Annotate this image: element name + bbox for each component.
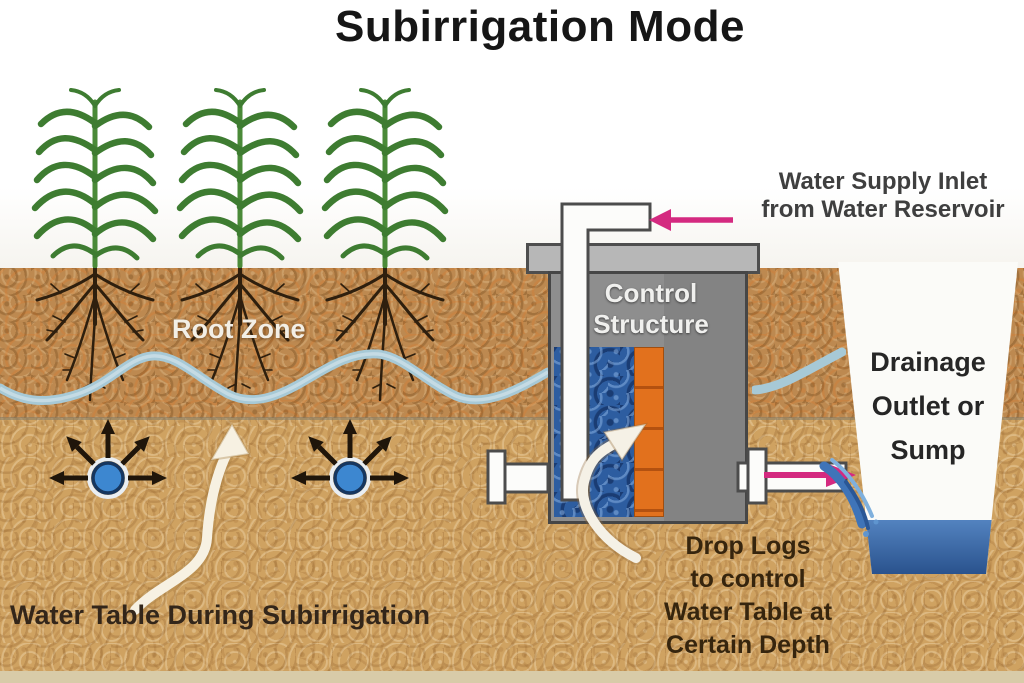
drop-logs-label-line2: to control — [690, 565, 806, 593]
drop-logs-label-line3: Water Table at — [663, 598, 833, 626]
water-supply-label: Water Supply Inlet from Water Reservoir — [742, 168, 1024, 224]
drainage-outlet-label-line2: Outlet or — [871, 391, 985, 421]
root-zone-label: Root Zone — [172, 314, 306, 344]
control-structure-chamber — [664, 274, 745, 521]
diagram-title: Subirrigation Mode — [335, 2, 745, 51]
water-rise-arrow-icon — [127, 421, 251, 618]
corn-plant-icon — [170, 88, 310, 268]
sky-background — [0, 0, 1024, 268]
water-table-line-right — [752, 347, 846, 395]
corn-plant-icon — [315, 88, 455, 268]
subsoil-boundary-line — [0, 417, 1024, 420]
drain-pipe-icon — [43, 413, 173, 499]
water-supply-label-line2: from Water Reservoir — [761, 196, 1005, 223]
drain-pipe-halo — [87, 457, 129, 499]
corn-plant-icon — [25, 88, 165, 268]
drainage-outlet-label-line3: Sump — [890, 435, 966, 465]
control-structure-label-line2: Structure — [593, 309, 709, 339]
control-structure-label: Control Structure — [556, 278, 746, 340]
water-table-line — [0, 349, 548, 406]
drain-pipe-circle — [333, 461, 367, 495]
drop-logs-label-line4: Certain Depth — [666, 631, 830, 659]
drop-logs-label-line1: Drop Logs — [685, 532, 811, 560]
outlet-pipe-left-icon — [486, 449, 550, 505]
drainage-outlet-label: Drainage Outlet or Sump — [848, 340, 1008, 472]
bottom-edge-strip — [0, 671, 1024, 683]
drop-logs-pointer-arrow-icon — [576, 422, 649, 565]
water-supply-arrow-icon — [649, 209, 733, 231]
drain-pipe-halo — [329, 457, 371, 499]
drop-logs-label: Drop Logs to control Water Table at Cert… — [650, 530, 846, 662]
drain-pipe-icon — [285, 413, 415, 499]
inlet-pipe-icon — [560, 202, 652, 502]
water-table-curve-right — [752, 347, 846, 395]
water-splash-icon — [819, 458, 879, 537]
water-table-label: Water Table During Subirrigation — [10, 600, 431, 630]
drain-pipe-circle — [91, 461, 125, 495]
control-structure-label-line1: Control — [604, 278, 698, 308]
water-supply-label-line1: Water Supply Inlet — [778, 168, 988, 195]
drainage-outlet-label-line1: Drainage — [870, 347, 986, 377]
water-table-highlight — [0, 352, 548, 403]
